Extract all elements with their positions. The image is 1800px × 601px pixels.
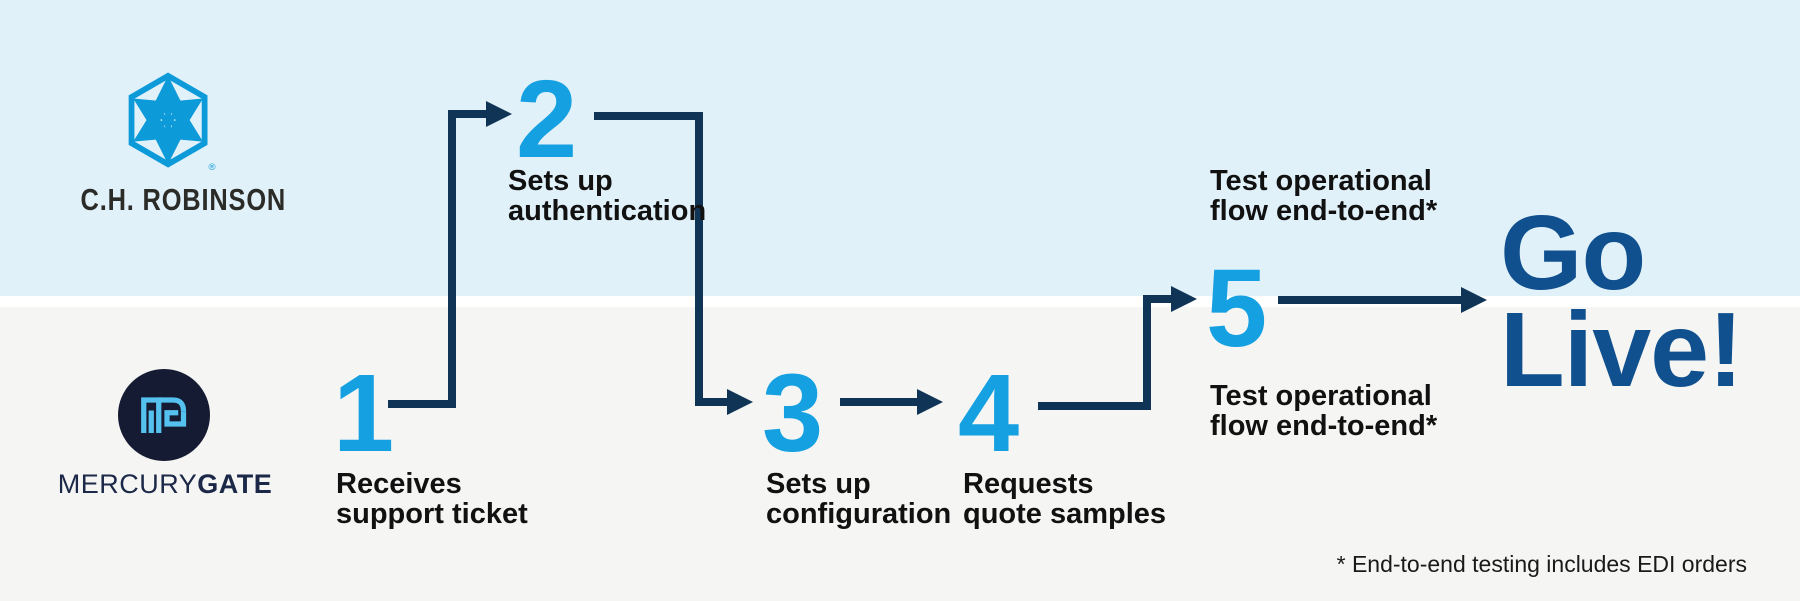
step-3-number: 3 [762, 352, 823, 475]
step-4-number: 4 [958, 352, 1019, 475]
step-2-number: 2 [516, 58, 577, 181]
arrow-4-to-5-segment [1143, 295, 1171, 303]
step-5-number: 5 [1206, 247, 1267, 370]
arrow-5-to-golive-segment [1278, 296, 1461, 304]
arrow-5-to-golive-head-icon [1461, 287, 1487, 313]
arrow-1-to-2-head-icon [486, 101, 512, 127]
step-2-label: Sets up authentication [508, 165, 707, 227]
step-3-label: Sets up configuration [766, 468, 952, 530]
step-4-label: Requests quote samples [963, 468, 1167, 530]
mercurygate-wordmark: MERCURYGATE [55, 470, 275, 498]
step-5-label-bottom: Test operational flow end-to-end* [1210, 380, 1438, 442]
mg-monogram-icon [141, 397, 187, 433]
arrow-3-to-4-segment [840, 398, 917, 406]
footnote: * End-to-end testing includes EDI orders [1336, 551, 1747, 577]
arrow-1-to-2-segment [448, 110, 486, 118]
mercurygate-wordmark-mercury: MERCURY [57, 469, 198, 499]
arrow-4-to-5-segment [1143, 295, 1151, 410]
step-1-number: 1 [333, 352, 394, 475]
arrow-4-to-5-segment [1038, 402, 1151, 410]
arrow-2-to-3-segment [695, 112, 703, 406]
arrow-1-to-2-segment [388, 400, 456, 408]
hexagon-arrows-icon: ® [128, 72, 216, 173]
mercurygate-logo-circle [118, 369, 210, 461]
chrobinson-wordmark: C.H. ROBINSON [80, 182, 287, 217]
arrow-1-to-2-segment [448, 110, 456, 408]
lane-chrobinson-background [0, 0, 1800, 296]
arrow-2-to-3-segment [695, 398, 727, 406]
chrobinson-logo: ® [124, 72, 216, 173]
step-5-label-top: Test operational flow end-to-end* [1210, 165, 1438, 227]
arrow-2-to-3-head-icon [727, 389, 753, 415]
arrow-4-to-5-head-icon [1171, 286, 1197, 312]
lane-mercurygate-background [0, 307, 1800, 601]
registered-mark: ® [208, 162, 215, 172]
step-1-label: Receives support ticket [336, 468, 528, 530]
go-live-text: Go Live! [1500, 194, 1743, 409]
mercurygate-wordmark-gate: GATE [197, 469, 273, 499]
lane-divider [0, 296, 1800, 307]
arrow-2-to-3-segment [594, 112, 703, 120]
arrow-3-to-4-head-icon [917, 389, 943, 415]
